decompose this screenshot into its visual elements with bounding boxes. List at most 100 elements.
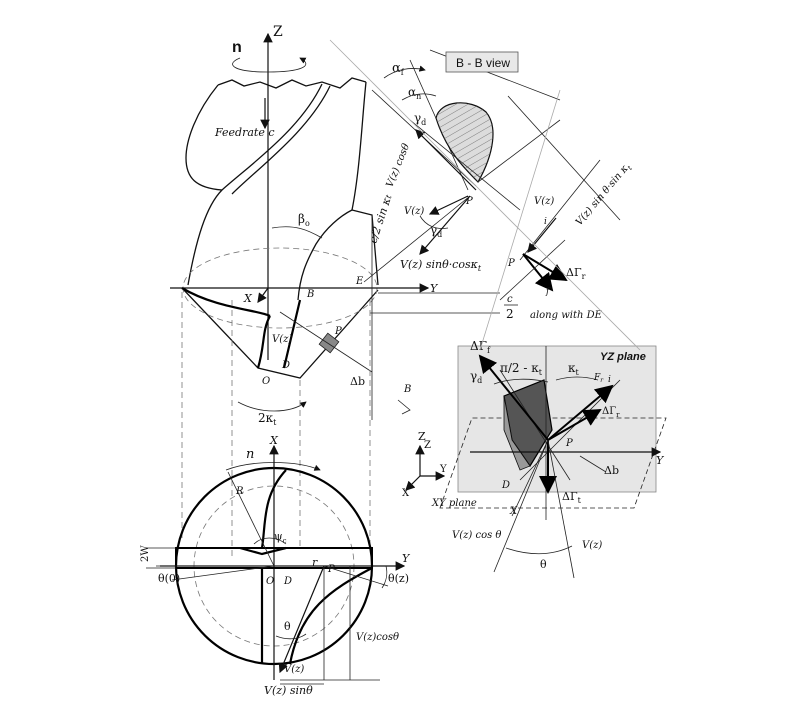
chisel-edge-1 bbox=[239, 546, 287, 556]
p-label-cone: P bbox=[334, 326, 342, 337]
i-small-label: i bbox=[544, 217, 547, 227]
vz-cos-bottom-vector bbox=[493, 439, 549, 573]
vz-sin-sin-kappa-label: V(z) sin θ·sin κt bbox=[574, 161, 634, 229]
vz-sin-theta-circle-label: V(z) sinθ bbox=[264, 684, 313, 697]
theta-yz-arc bbox=[505, 545, 573, 555]
projection-lines bbox=[181, 292, 371, 560]
bb-diag-line bbox=[409, 119, 521, 211]
xy-plane-label: XY plane bbox=[431, 498, 477, 509]
pi2-kappa-arc bbox=[493, 378, 549, 385]
x-axis-cone bbox=[257, 287, 269, 303]
vz-label-cone: V(z) bbox=[272, 334, 292, 345]
yz-plane-label: YZ plane bbox=[600, 351, 646, 363]
section-line bbox=[279, 311, 373, 373]
e-label-cone: E bbox=[355, 276, 364, 287]
theta-z-arc bbox=[381, 565, 388, 589]
vz-yz-bottom-label: V(z) bbox=[582, 540, 602, 551]
vz-cos-theta-vector bbox=[415, 129, 477, 191]
web-band bbox=[175, 547, 373, 569]
vz-sin-cos-vector bbox=[419, 195, 471, 255]
radius-r-line bbox=[227, 471, 275, 567]
feedrate-label: Feedrate c bbox=[214, 126, 275, 139]
p-small-label: P bbox=[507, 258, 515, 269]
d-circle-label: D bbox=[283, 576, 292, 587]
z-axis-label: Z bbox=[273, 24, 283, 40]
bb-view-box bbox=[445, 51, 519, 73]
kappa-t-label: κt bbox=[568, 361, 580, 377]
f-yz-label: Fr bbox=[593, 373, 604, 384]
delta-b-yz-line bbox=[579, 455, 607, 473]
r-small-circle-label: r bbox=[312, 556, 318, 569]
beta-angle-arc bbox=[271, 226, 323, 239]
c-half-sin-kappa-label: c/2 sin κt bbox=[366, 192, 394, 245]
p-top-label: P bbox=[465, 196, 473, 207]
bb-section-hatch bbox=[436, 102, 493, 182]
xy-plane-parallelogram bbox=[439, 417, 667, 509]
bb-view-label: B - B view bbox=[456, 56, 510, 70]
alpha-f-label: αf bbox=[392, 61, 405, 77]
two-kappa-label: 2κt bbox=[258, 411, 277, 427]
vz-circle-vector bbox=[278, 565, 325, 674]
vz-bottom-vector bbox=[547, 439, 575, 579]
p-circle-label: P bbox=[327, 564, 335, 575]
psi-arc bbox=[253, 537, 287, 545]
y-circle-label: Y bbox=[402, 552, 411, 565]
yz-tooth-light bbox=[503, 395, 531, 471]
i-yz-label: i bbox=[608, 375, 611, 385]
velocity-vector-diagram-top: αf αn B - B view γd V(z) cosθ V(z) γd P … bbox=[363, 49, 634, 321]
y-label-cone: Y bbox=[430, 282, 439, 295]
delta-gamma-t-label: ΔΓt bbox=[562, 490, 582, 505]
two-kappa-arc bbox=[237, 401, 307, 412]
gamma-d-mid-label: γd bbox=[430, 223, 442, 239]
small-x-axis bbox=[405, 475, 421, 491]
f-small-label: f bbox=[545, 287, 551, 297]
flute-edge-3 bbox=[297, 209, 353, 301]
yz-force-vector-2 bbox=[547, 409, 602, 441]
theta-z-label: θ(z) bbox=[388, 572, 409, 585]
drill-side-view: Z n Y X B E P V(z) D O Feedra bbox=[170, 24, 518, 427]
kappa-t-arc bbox=[555, 376, 599, 381]
drill-shank-break bbox=[217, 77, 367, 89]
vz-vector-mid bbox=[428, 195, 469, 215]
delta-gamma-r-yz-label: ΔΓr bbox=[602, 406, 620, 419]
velocity-decomposition-bottom: X V(z) cos θ V(z) θ bbox=[452, 439, 602, 579]
theta-zero-label: θ(0) bbox=[158, 572, 180, 585]
delta-gamma-small-label: ΔΓr bbox=[566, 266, 586, 281]
ref-diagonal-1 bbox=[329, 39, 641, 351]
delta-gamma-f-label: ΔΓf bbox=[470, 339, 491, 355]
theta-circle-label: θ bbox=[284, 620, 291, 633]
alpha-f-arc bbox=[383, 65, 426, 79]
n-circle-label: n bbox=[246, 447, 254, 462]
rotation-n-label: n bbox=[232, 39, 242, 56]
gamma-d-top-label: γd bbox=[414, 111, 426, 127]
theta-circle-arc bbox=[275, 633, 307, 640]
bb-edge-line bbox=[477, 119, 561, 183]
c-over-2-den: 2 bbox=[506, 307, 514, 321]
yz-y-label: Y bbox=[656, 454, 665, 467]
beta-label: βo bbox=[298, 212, 310, 228]
b-label-cone: B bbox=[306, 289, 314, 300]
psi-label: ψc bbox=[274, 530, 287, 545]
yz-force-vector-1 bbox=[547, 384, 614, 441]
drill-body-outline-left bbox=[185, 84, 223, 191]
gamma-d-yz-label: γd bbox=[470, 369, 482, 385]
small-y-label: Y bbox=[439, 464, 447, 475]
delta-b-label: Δb bbox=[350, 375, 365, 388]
flute-curve-right bbox=[288, 567, 373, 665]
ref-line-to-e bbox=[363, 195, 471, 283]
x-yz-axis-line bbox=[511, 439, 549, 517]
de-ref-line bbox=[499, 239, 566, 301]
alpha-n-label: αn bbox=[408, 85, 421, 101]
drill-body-outline-right bbox=[351, 81, 367, 211]
d-label-cone: D bbox=[281, 360, 290, 371]
delta-b-yz-label: Δb bbox=[604, 464, 619, 477]
small-x-label: X bbox=[402, 488, 410, 499]
gamma-d-mid-arc bbox=[419, 215, 449, 229]
x-yz-label: X bbox=[509, 506, 518, 517]
small-xyz-axes: Z Y X bbox=[402, 440, 447, 499]
o-circle-label: O bbox=[266, 576, 274, 587]
two-w-label: 2W bbox=[140, 545, 151, 562]
x-circle-label: X bbox=[269, 434, 279, 447]
axis-line-right-1 bbox=[507, 95, 621, 221]
